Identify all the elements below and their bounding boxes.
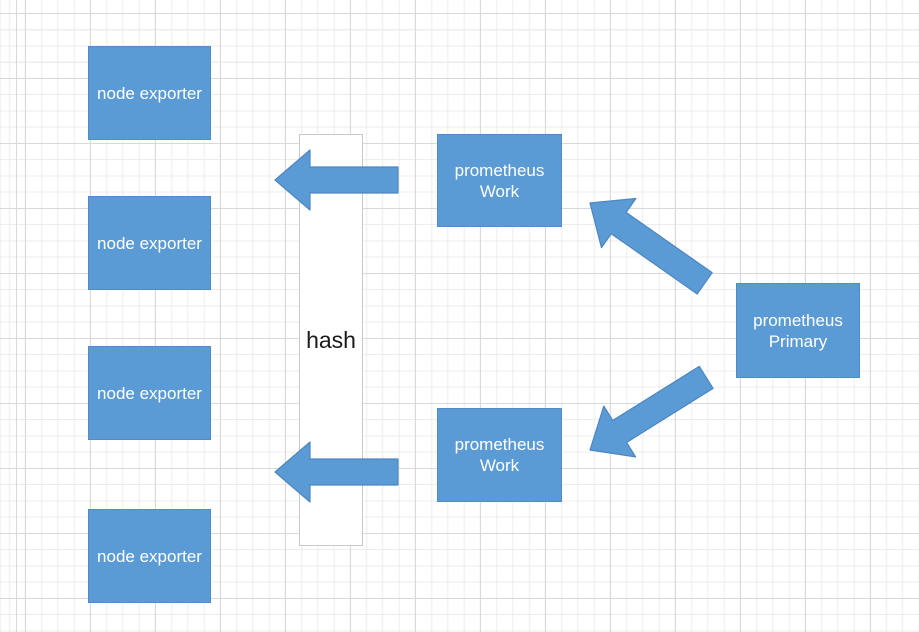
prometheus-primary: prometheus Primary — [736, 283, 860, 378]
worker-label-line1: prometheus — [454, 435, 545, 454]
node-exporter-label: node exporter — [97, 546, 202, 566]
node-exporter-label: node exporter — [97, 83, 202, 103]
arrow-primary-to-worker-top — [589, 197, 713, 295]
hash-node: hash — [299, 134, 363, 546]
worker-label-line2: Work — [479, 456, 520, 475]
worker-label-line2: Work — [479, 181, 520, 201]
worker-label-line1: prometheus — [454, 160, 545, 180]
prometheus-worker-top: prometheus Work — [437, 134, 562, 227]
prometheus-worker-bottom: prometheus Work — [437, 408, 562, 502]
node-exporter-2: node exporter — [88, 196, 211, 290]
hash-label: hash — [306, 326, 356, 353]
primary-label-line1: prometheus — [753, 310, 843, 330]
arrow-primary-to-worker-bottom — [589, 365, 714, 458]
node-exporter-1: node exporter — [88, 46, 211, 140]
node-exporter-label: node exporter — [97, 383, 202, 403]
node-exporter-3: node exporter — [88, 346, 211, 440]
node-exporter-label: node exporter — [97, 233, 202, 253]
primary-label-line2: Primary — [768, 331, 828, 351]
node-exporter-4: node exporter — [88, 509, 211, 603]
